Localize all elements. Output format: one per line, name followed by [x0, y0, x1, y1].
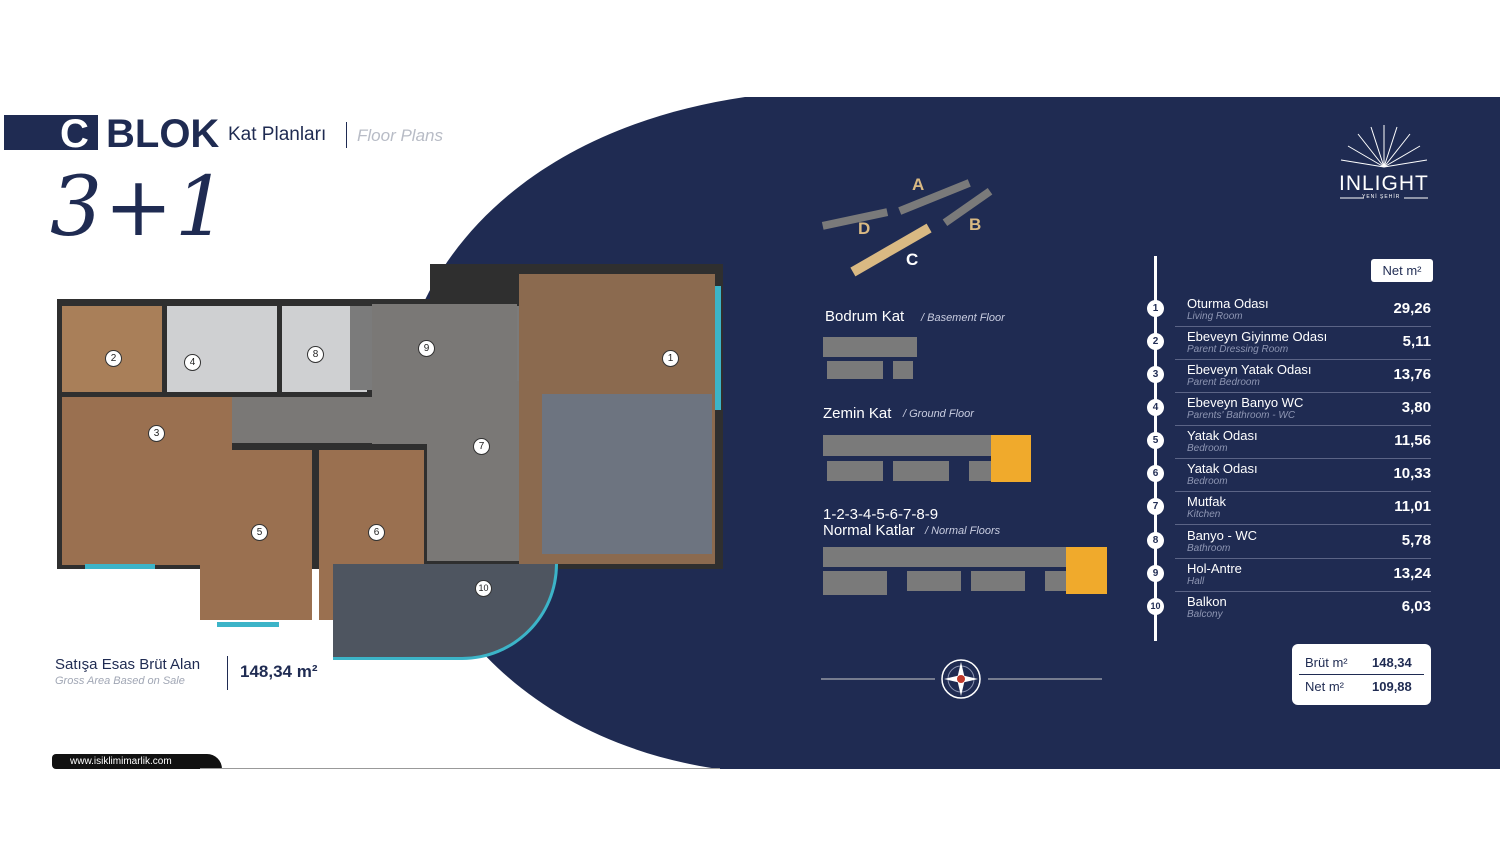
room-number-badge: 6	[1147, 465, 1164, 482]
room-area: 29,26	[1393, 300, 1431, 317]
room-number-badge: 7	[1147, 498, 1164, 515]
basement-subtitle: / Basement Floor	[921, 312, 1005, 324]
room-area: 3,80	[1401, 399, 1431, 416]
room-number-badge: 3	[1147, 366, 1164, 383]
room-number-badge: 2	[1147, 333, 1164, 350]
normal-subtitle: / Normal Floors	[925, 525, 1001, 537]
net-label: Net m²	[1305, 679, 1344, 694]
room-marker: 3	[148, 425, 165, 442]
net-m2-header: Net m²	[1371, 259, 1433, 282]
divider	[200, 768, 720, 769]
room-area: 5,78	[1401, 532, 1431, 549]
room-name: Yatak Odası	[1187, 461, 1258, 476]
block-label-b: B	[969, 215, 982, 234]
brut-label: Brüt m²	[1305, 655, 1348, 670]
room-name-en: Hall	[1187, 576, 1205, 587]
inlight-logo-icon	[1340, 125, 1428, 199]
room-number-badge: 10	[1147, 598, 1164, 615]
gross-area-value: 148,34 m²	[240, 662, 318, 681]
room-marker: 6	[368, 524, 385, 541]
compass-icon	[941, 659, 981, 699]
room-area: 11,01	[1394, 498, 1431, 515]
logo-tagline: YENİ ŞEHİR	[1362, 194, 1401, 200]
divider	[227, 656, 228, 690]
room-name-en: Kitchen	[1187, 509, 1221, 520]
logo-name: INLIGHT	[1339, 172, 1429, 195]
floor-plan: 1 2 3 4 5 6 7 8 9 10	[57, 264, 723, 660]
room-name-en: Parent Dressing Room	[1187, 344, 1289, 355]
room-marker: 9	[418, 340, 435, 357]
normal-title: Normal Katlar	[823, 522, 915, 539]
brut-value: 148,34	[1372, 655, 1412, 670]
room-name: Banyo - WC	[1187, 528, 1258, 543]
basement-title: Bodrum Kat	[825, 308, 905, 325]
room-marker: 4	[184, 354, 201, 371]
block-letter: C	[60, 112, 89, 156]
room-name: Hol-Antre	[1187, 561, 1242, 576]
title-en: Floor Plans	[357, 126, 443, 145]
header-bar	[4, 115, 98, 150]
room-area: 5,11	[1402, 333, 1431, 350]
room-name: Balkon	[1187, 594, 1227, 609]
room-name: Ebeveyn Banyo WC	[1187, 395, 1304, 410]
room-area: 6,03	[1401, 598, 1431, 615]
room-number-badge: 1	[1147, 300, 1164, 317]
ground-subtitle: / Ground Floor	[903, 408, 974, 420]
room-name: Ebeveyn Giyinme Odası	[1187, 329, 1328, 344]
room-name-en: Parent Bedroom	[1187, 377, 1260, 388]
room-marker: 10	[475, 580, 492, 597]
room-number-badge: 5	[1147, 432, 1164, 449]
room-area: 13,24	[1393, 565, 1431, 582]
room-marker: 2	[105, 350, 122, 367]
gross-area-label-en: Gross Area Based on Sale	[55, 675, 185, 687]
room-marker: 1	[662, 350, 679, 367]
room-name-en: Living Room	[1187, 311, 1243, 322]
block-label-a: A	[912, 175, 925, 194]
room-area: 10,33	[1393, 465, 1431, 482]
block-word: BLOK	[106, 112, 220, 156]
room-name: Yatak Odası	[1187, 428, 1258, 443]
site-key: A B C D	[821, 175, 1002, 277]
room-area: 11,56	[1394, 432, 1431, 449]
room-marker: 8	[307, 346, 324, 363]
net-value: 109,88	[1372, 679, 1412, 694]
gross-area-label: Satışa Esas Brüt Alan	[55, 656, 201, 673]
divider	[346, 122, 347, 148]
unit-type: 3+1	[50, 160, 230, 255]
room-marker: 5	[251, 524, 268, 541]
room-name: Ebeveyn Yatak Odası	[1187, 362, 1312, 377]
title-tr: Kat Planları	[228, 124, 327, 145]
totals-box: Brüt m² 148,34 Net m² 109,88	[1292, 644, 1431, 705]
normal-levels: 1-2-3-4-5-6-7-8-9	[823, 506, 939, 523]
room-marker: 7	[473, 438, 490, 455]
room-number-badge: 4	[1147, 399, 1164, 416]
room-area: 13,76	[1393, 366, 1431, 383]
block-label-c: C	[906, 250, 919, 269]
room-name-en: Parents' Bathroom - WC	[1187, 410, 1296, 421]
website-link[interactable]: www.isiklimimarlik.com	[52, 754, 222, 769]
room-number-badge: 9	[1147, 565, 1164, 582]
room-name-en: Bedroom	[1187, 443, 1228, 454]
room-number-badge: 8	[1147, 532, 1164, 549]
ground-title: Zemin Kat	[823, 405, 892, 422]
room-name-en: Balcony	[1187, 609, 1223, 620]
block-label-d: D	[858, 219, 871, 238]
room-name-en: Bathroom	[1187, 543, 1231, 554]
room-name-en: Bedroom	[1187, 476, 1228, 487]
room-name: Mutfak	[1187, 494, 1227, 509]
room-name: Oturma Odası	[1187, 296, 1269, 311]
